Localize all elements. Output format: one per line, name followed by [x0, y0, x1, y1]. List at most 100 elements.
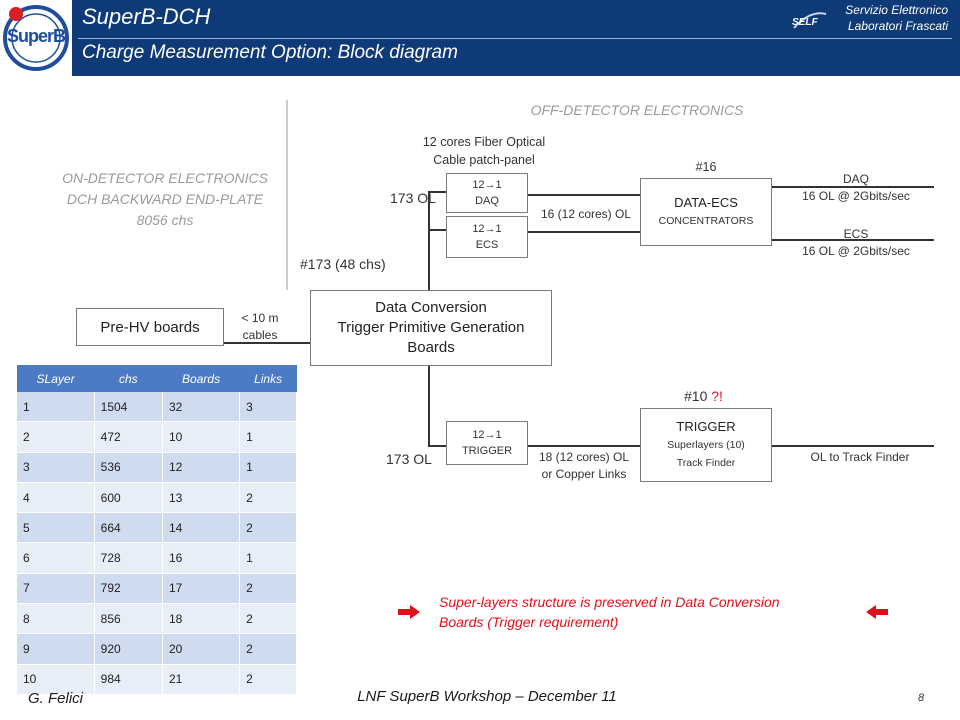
- link-to-ecs-mux: [428, 229, 446, 290]
- slide-subtitle: Charge Measurement Option: Block diagram: [82, 42, 458, 63]
- daq-output-label: DAQ 16 OL @ 2Gbits/sec: [776, 171, 936, 205]
- table-cell: 13: [162, 482, 241, 514]
- table-cell: 920: [94, 633, 164, 665]
- table-cell: 3: [239, 392, 297, 423]
- page-number: 8: [918, 692, 925, 704]
- mux-ecs-block: 12→1 ECS: [446, 216, 528, 258]
- on-detector-line-2: DCH BACKWARD END-PLATE: [66, 191, 264, 207]
- data-conversion-line-1: Data Conversion: [375, 299, 487, 316]
- table-cell: 21: [162, 664, 241, 695]
- table-cell: 10: [17, 664, 95, 695]
- table-cell: 1: [239, 452, 297, 483]
- table-cell: 3: [17, 452, 95, 483]
- link-to-daq-mux: [428, 191, 446, 290]
- footer-event: LNF SuperB Workshop – December 11: [357, 688, 617, 705]
- self-logo: SELF: [792, 8, 828, 34]
- table-header-cell: Boards: [162, 365, 240, 392]
- off-detector-label: OFF-DETECTOR ELECTRONICS: [530, 102, 744, 118]
- data-ecs-block: DATA-ECS CONCENTRATORS: [640, 178, 772, 246]
- table-cell: 17: [162, 573, 241, 605]
- ecs-output-rate: 16 OL @ 2Gbits/sec: [802, 244, 910, 258]
- table-cell: 14: [162, 512, 241, 544]
- table-header-cell: chs: [94, 365, 163, 392]
- trigger-line-3: Track Finder: [676, 457, 736, 469]
- table-cell: 16: [162, 542, 241, 574]
- lab-line-1: Servizio Elettronico: [845, 3, 948, 17]
- note-line-1: Super-layers structure is preserved in D…: [439, 594, 780, 610]
- table-cell: 5: [17, 512, 95, 544]
- table-cell: 600: [94, 482, 164, 514]
- note-text: Super-layers structure is preserved in D…: [439, 592, 859, 632]
- pre-hv-label: Pre-HV boards: [100, 318, 200, 336]
- mux-daq-name: DAQ: [475, 195, 499, 207]
- table-cell: 32: [162, 392, 241, 423]
- table-cell: 6: [17, 542, 95, 574]
- table-cell: 9: [17, 633, 95, 665]
- link-18-line-2: or Copper Links: [541, 467, 627, 481]
- patch-panel-line-2: Cable patch-panel: [433, 153, 535, 167]
- ecs-output-name: ECS: [843, 227, 869, 241]
- mux-daq-ratio: 12→1: [472, 179, 502, 191]
- table-cell: 1: [17, 392, 95, 423]
- lab-name: Servizio Elettronico Laboratori Frascati: [845, 2, 948, 34]
- data-conversion-line-3: Boards: [407, 339, 455, 356]
- ecs-output-label: ECS 16 OL @ 2Gbits/sec: [776, 226, 936, 260]
- ol-count-bottom: 173 OL: [386, 451, 432, 467]
- board-count-label: #173 (48 chs): [300, 256, 386, 272]
- table-cell: 7: [17, 573, 95, 605]
- track-finder-count-mark: ?!: [711, 388, 723, 404]
- table-cell: 2: [17, 421, 95, 453]
- superb-logo: SuperB: [0, 0, 72, 76]
- mux-daq-block: 12→1 DAQ: [446, 173, 528, 213]
- note-line-2: Boards (Trigger requirement): [439, 614, 619, 630]
- ol-count-top: 173 OL: [390, 190, 436, 206]
- table-cell: 12: [162, 452, 241, 483]
- table-cell: 1: [239, 542, 297, 574]
- mux-trigger-name: TRIGGER: [461, 445, 513, 457]
- table-cell: 18: [162, 603, 241, 635]
- on-detector-label: ON-DETECTOR ELECTRONICS DCH BACKWARD END…: [40, 168, 290, 231]
- table-cell: 1: [239, 421, 297, 453]
- table-cell: 10: [162, 421, 241, 453]
- table-cell: 472: [94, 421, 164, 453]
- table-cell: 2: [239, 633, 297, 665]
- table-header-cell: SLayer: [17, 365, 95, 392]
- pre-hv-boards-block: Pre-HV boards: [76, 308, 224, 346]
- trigger-line-1: TRIGGER: [676, 419, 736, 434]
- table-cell: 664: [94, 512, 164, 544]
- table-cell: 856: [94, 603, 164, 635]
- mux-ecs-ratio: 12→1: [472, 223, 502, 235]
- mux-ecs-name: ECS: [475, 239, 499, 251]
- trigger-block: TRIGGER Superlayers (10) Track Finder: [640, 408, 772, 482]
- link-18-line-1: 18 (12 cores) OL: [538, 450, 630, 464]
- table-cell: 728: [94, 542, 164, 574]
- table-cell: 8: [17, 603, 95, 635]
- right-arrow-icon: [398, 605, 420, 619]
- patch-panel-label: 12 cores Fiber Optical Cable patch-panel: [392, 133, 576, 169]
- mux-trigger-block: 12→1 TRIGGER: [446, 421, 528, 465]
- cables-label: < 10 m cables: [222, 310, 298, 344]
- track-finder-count: #10 ?!: [684, 388, 774, 404]
- table-cell: 2: [239, 603, 297, 635]
- table-cell: 2: [239, 482, 297, 514]
- data-conversion-block: Data Conversion Trigger Primitive Genera…: [310, 290, 552, 366]
- footer-author: G. Felici: [28, 690, 84, 707]
- data-ecs-line-2: CONCENTRATORS: [658, 215, 754, 227]
- self-logo-text: SELF: [792, 17, 818, 28]
- table-cell: 536: [94, 452, 164, 483]
- slide-title: SuperB-DCH: [82, 4, 211, 29]
- header-bar: SuperB SuperB-DCH Charge Measurement Opt…: [0, 0, 960, 76]
- table-cell: 984: [94, 664, 164, 695]
- link-16-label: 16 (12 cores) OL: [540, 207, 632, 221]
- logo-text: SuperB: [6, 26, 66, 46]
